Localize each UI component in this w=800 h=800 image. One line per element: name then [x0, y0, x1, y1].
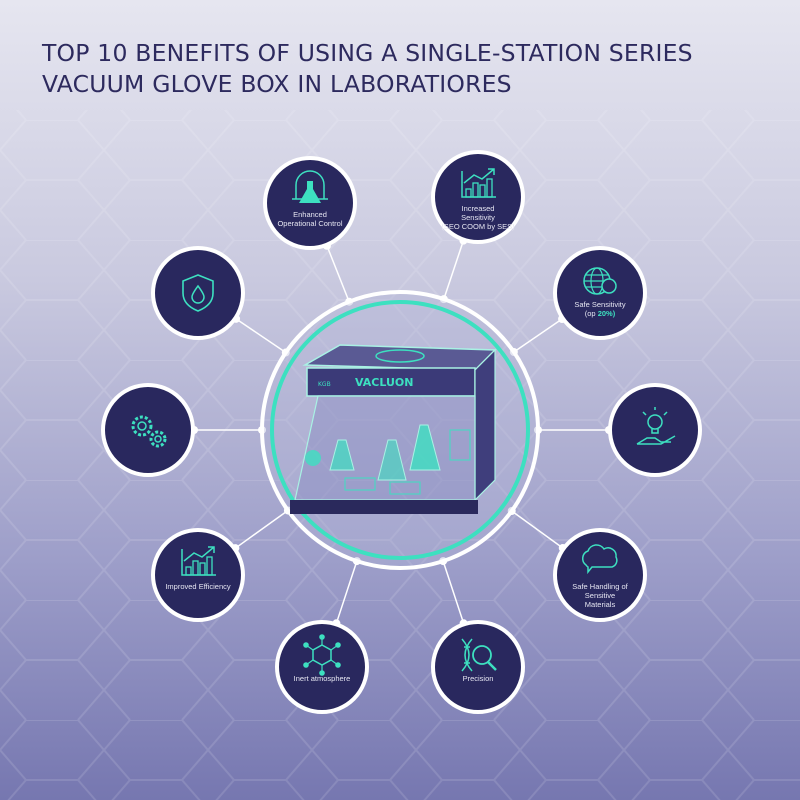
- node-circle: [608, 383, 702, 477]
- gears-icon: [131, 415, 167, 448]
- benefit-node: Improved Efficiency: [151, 528, 245, 622]
- growth-chart-icon: [181, 546, 216, 576]
- center-hub: KGB VACLUON: [260, 290, 540, 570]
- connector-line: [511, 510, 564, 549]
- node-label: Increased: [462, 204, 495, 213]
- node-label: Inert atmosphere: [294, 674, 351, 683]
- dna-magnifier-icon: [461, 638, 497, 672]
- node-circle: [553, 528, 647, 622]
- flask-bell-jar-icon: [292, 170, 328, 203]
- benefit-node: [101, 383, 195, 477]
- connector-line: [442, 560, 465, 624]
- node-label: Sensitivity: [461, 213, 495, 222]
- benefit-node: Inert atmosphere: [275, 620, 369, 714]
- node-label: Materials: [585, 600, 616, 609]
- node-label: (SEO COOM by SES): [441, 222, 515, 231]
- node-circle: [101, 383, 195, 477]
- node-label: Precision: [463, 674, 494, 683]
- growth-chart-icon: [461, 168, 496, 198]
- connector-line: [335, 560, 358, 624]
- benefit-node: [608, 383, 702, 477]
- connector-line: [443, 240, 465, 300]
- connector-line: [235, 318, 287, 354]
- glove-box-icon: KGB VACLUON: [290, 344, 497, 514]
- molecule-icon: [303, 634, 341, 676]
- node-label: Operational Control: [277, 219, 342, 228]
- connector-line: [234, 509, 289, 549]
- brain-icon: [582, 544, 618, 575]
- node-highlight: 20%): [598, 309, 616, 318]
- node-label: Safe Sensitivity: [574, 300, 626, 309]
- node-label: Improved Efficiency: [165, 582, 231, 591]
- node-label: Sensitive: [585, 591, 615, 600]
- title-line-2: VACUUM GLOVE BOX IN LABORATIORES: [42, 70, 512, 98]
- benefit-node: [151, 246, 245, 340]
- connector-line: [513, 318, 563, 353]
- box-brand: VACLUON: [355, 376, 413, 389]
- node-label: Safe Handling of: [572, 582, 628, 591]
- shield-drop-icon: [182, 274, 214, 312]
- node-circle: [431, 620, 525, 714]
- connector-line: [326, 245, 350, 302]
- node-label: Enhanced: [293, 210, 327, 219]
- page-title: TOP 10 BENEFITS OF USING A SINGLE-STATIO…: [42, 38, 693, 100]
- benefit-node: Precision: [431, 620, 525, 714]
- title-line-1: TOP 10 BENEFITS OF USING A SINGLE-STATIO…: [42, 39, 693, 67]
- globe-dollar-icon: [583, 267, 617, 295]
- node-label: (op 20%): [585, 309, 616, 318]
- node-circle: [151, 246, 245, 340]
- benefit-node: Safe Sensitivity(op 20%): [553, 246, 647, 340]
- box-small-label: KGB: [318, 381, 331, 388]
- lightbulb-hand-icon: [636, 407, 676, 445]
